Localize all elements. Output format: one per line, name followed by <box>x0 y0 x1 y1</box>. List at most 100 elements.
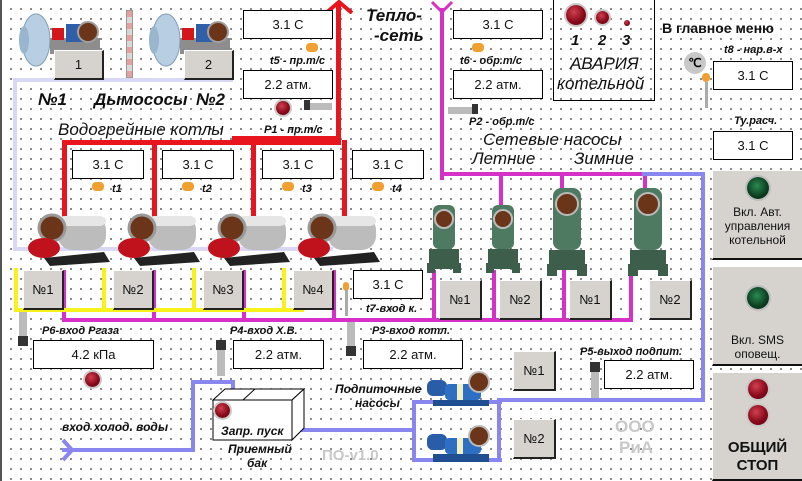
boilers-title: Водогрейные котлы <box>58 120 224 139</box>
smoke-exhauster-1-label: №1 <box>38 90 67 109</box>
boiler-2-button[interactable]: №2 <box>113 270 154 310</box>
pressure-sensor-icon <box>18 312 28 346</box>
return-pipe <box>62 270 66 322</box>
sms-notify-button[interactable]: Вкл. SMS оповещ. <box>712 266 802 366</box>
emergency-stop-label-line1: ОБЩИЙ <box>727 439 788 456</box>
p1-value: 2.2 атм. <box>243 70 333 99</box>
p6-label: P6-вход Ргаза <box>42 325 120 337</box>
temperature-sensor-icon <box>282 182 294 191</box>
temperature-sensor-icon <box>702 73 710 82</box>
sms-notify-lamp <box>747 287 769 309</box>
return-pipe <box>440 172 700 176</box>
gas-pipe <box>102 268 106 310</box>
supply-pipe <box>232 136 341 140</box>
p6-value: 4.2 кПа <box>33 340 154 369</box>
alarm-title-line2: котельной <box>557 74 645 93</box>
smoke-exhauster-1-button[interactable]: 1 <box>54 50 104 80</box>
t4-value: 3.1 C <box>352 150 424 179</box>
p2-value: 2.2 атм. <box>453 70 543 99</box>
return-pipe <box>62 318 632 322</box>
gas-pipe <box>14 308 304 312</box>
return-pipe <box>242 270 246 322</box>
return-pipe <box>152 270 156 322</box>
cold-water-pipe <box>412 400 416 460</box>
heating-network-title-line2: -сеть <box>374 26 424 45</box>
boiler-4-icon <box>298 213 380 266</box>
t3-value: 3.1 C <box>262 150 334 179</box>
network-pump-summer-1-icon <box>427 205 461 273</box>
sms-notify-label: Вкл. SMS оповещ. <box>730 333 785 361</box>
company-name-line2: РиА <box>619 438 654 457</box>
smoke-exhausters-title: Дымососы <box>94 90 188 109</box>
t8-label: t8 - нар.в-х <box>724 44 783 56</box>
return-arrow-icon <box>430 0 454 14</box>
makeup-pumps-title-line1: Подпиточные <box>335 382 422 396</box>
network-pump-winter-2-icon <box>628 188 668 276</box>
pressure-sensor-icon <box>590 362 600 398</box>
boiler-2-icon <box>118 213 200 266</box>
return-pipe <box>560 172 564 192</box>
tank-start-block-button[interactable]: Запр. пуск <box>221 424 284 438</box>
boiler-4-button[interactable]: №4 <box>293 270 334 310</box>
t7-label: t7-вход к. <box>366 303 418 315</box>
boiler-3-button[interactable]: №3 <box>203 270 244 310</box>
supply-arrow-icon <box>324 0 354 14</box>
t6-label: t6 - обр.т/с <box>460 55 522 67</box>
makeup-pump-2-button[interactable]: №2 <box>513 419 556 459</box>
auto-control-button[interactable]: Вкл. Авт. управления котельной <box>712 170 802 260</box>
t2-value: 3.1 C <box>162 150 234 179</box>
network-pump-summer-1-button[interactable]: №1 <box>439 280 482 320</box>
tank-label-line2: бак <box>247 456 268 470</box>
network-pump-summer-2-icon <box>486 205 520 273</box>
p5-value: 2.2 атм. <box>604 360 694 389</box>
makeup-pump-1-button[interactable]: №1 <box>513 351 556 391</box>
temperature-sensor-icon <box>306 43 318 52</box>
cold-water-pipe <box>642 172 705 176</box>
company-name-line1: ООО <box>615 417 655 436</box>
supply-pipe <box>336 4 341 144</box>
pressure-sensor-icon <box>216 340 226 376</box>
network-pump-winter-2-button[interactable]: №2 <box>649 280 692 320</box>
p3-value: 2.2 атм. <box>363 340 463 369</box>
temperature-sensor-icon <box>472 43 484 52</box>
makeup-pump-1-icon <box>427 371 490 406</box>
software-version: ПО-v1.0 <box>322 447 379 464</box>
alarm-title-line1: АВАРИЯ <box>570 54 639 73</box>
supply-pipe <box>152 140 157 220</box>
boiler-1-button[interactable]: №1 <box>23 270 64 310</box>
p5-label: P5-выход подпит. <box>580 346 682 358</box>
gas-alarm-lamp <box>85 372 100 387</box>
network-pump-winter-1-button[interactable]: №1 <box>569 280 612 320</box>
pressure-sensor-icon <box>346 322 356 356</box>
network-pump-summer-2-button[interactable]: №2 <box>499 280 542 320</box>
p4-value: 2.2 атм. <box>233 340 324 369</box>
temperature-sensor-icon <box>372 182 384 191</box>
alarm-lamp-1 <box>566 5 586 25</box>
emergency-stop-button[interactable]: ОБЩИЙ СТОП <box>712 372 802 481</box>
t5-label: t5 - пр.т/с <box>270 55 326 67</box>
ty-label: Ту.расч. <box>734 115 778 127</box>
supply-pipe <box>342 140 347 220</box>
flue-duct <box>13 78 233 82</box>
smoke-exhauster-2-icon <box>149 13 230 67</box>
alarm-number-3: 3 <box>622 32 631 49</box>
main-menu-link[interactable]: В главное меню <box>662 20 775 36</box>
t2-label: t2 <box>202 183 212 195</box>
flue-duct <box>13 78 17 250</box>
network-pumps-winter-label: Зимние <box>574 149 634 168</box>
t6-value: 3.1 C <box>453 10 543 39</box>
return-pipe <box>332 270 336 322</box>
boiler-1-icon <box>28 213 110 266</box>
p1-alarm-lamp <box>276 101 290 115</box>
alarm-lamp-3 <box>624 20 630 26</box>
thermometer-icon: ℃ <box>684 52 706 74</box>
temperature-sensor-icon <box>182 182 194 191</box>
cold-water-pipe <box>497 400 501 462</box>
network-pumps-title: Сетевые насосы <box>483 130 622 149</box>
smoke-exhauster-2-button[interactable]: 2 <box>184 50 234 80</box>
tank-label-line1: Приемный <box>228 442 292 456</box>
cold-water-pipe <box>191 380 235 384</box>
inlet-arrow-icon <box>61 438 75 462</box>
auto-control-lamp <box>747 177 769 199</box>
